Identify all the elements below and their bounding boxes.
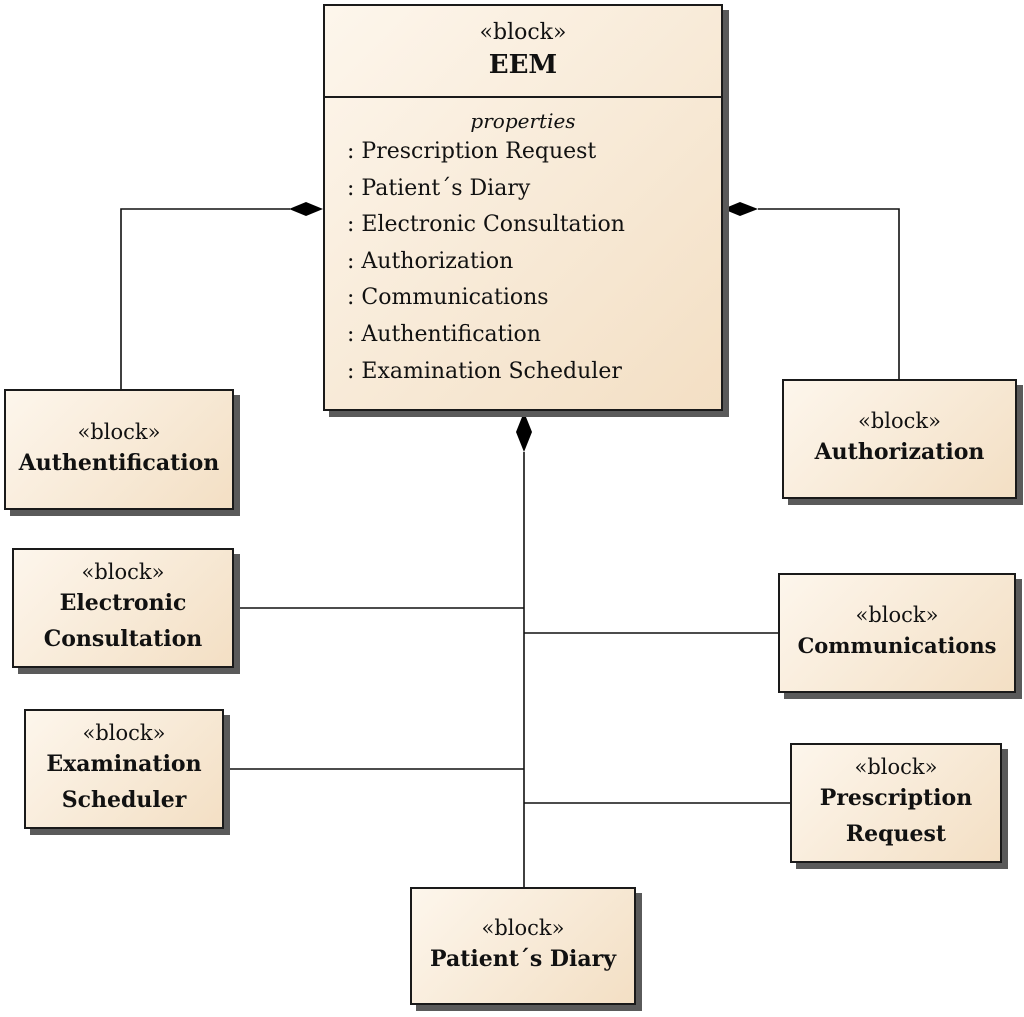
block-name: EEM: [488, 50, 558, 80]
block-name: Authorization: [814, 439, 985, 465]
block-stereotype: «block»: [855, 603, 939, 627]
connector-authentification[interactable]: [120, 208, 290, 389]
block-authorization[interactable]: «block» Authorization: [782, 379, 1017, 499]
block-name: Patient´s Diary: [430, 946, 616, 972]
block-electronic-consultation[interactable]: «block» Electronic Consultation: [12, 548, 234, 668]
block-stereotype: «block»: [81, 560, 165, 584]
property-item[interactable]: : Communications: [347, 285, 549, 311]
composition-diamond-bottom: [516, 412, 532, 452]
block-authentification[interactable]: «block» Authentification: [4, 389, 234, 510]
composition-diamond-right: [723, 202, 758, 216]
eem-block[interactable]: «block» EEM properties : Prescription Re…: [323, 4, 723, 411]
property-item[interactable]: : Examination Scheduler: [347, 358, 622, 384]
block-name: Authentification: [18, 449, 220, 476]
block-name: Communications: [797, 633, 997, 658]
block-prescription-request[interactable]: «block» Prescription Request: [790, 743, 1002, 863]
block-stereotype: «block»: [77, 419, 161, 444]
connector-authorization[interactable]: [758, 208, 900, 379]
block-stereotype: «block»: [854, 755, 938, 779]
property-item[interactable]: : Prescription Request: [347, 139, 597, 164]
block-name: Prescription Request: [819, 785, 973, 847]
block-stereotype: «block»: [858, 409, 941, 433]
eem-block-header: «block» EEM: [325, 6, 721, 98]
block-name: Examination Scheduler: [46, 751, 202, 813]
compartment-label: properties: [470, 109, 576, 133]
property-item[interactable]: : Authentification: [347, 321, 541, 347]
property-item[interactable]: : Electronic Consultation: [347, 212, 625, 238]
block-stereotype: «block»: [481, 916, 565, 940]
block-examination-scheduler[interactable]: «block» Examination Scheduler: [24, 709, 224, 829]
block-stereotype: «block»: [479, 20, 567, 45]
properties-compartment: properties : Prescription Request : Pati…: [325, 98, 721, 390]
property-item[interactable]: : Patient´s Diary: [347, 175, 531, 201]
block-communications[interactable]: «block» Communications: [778, 573, 1016, 693]
block-stereotype: «block»: [82, 721, 166, 745]
property-item[interactable]: : Authorization: [347, 248, 514, 274]
block-patients-diary[interactable]: «block» Patient´s Diary: [410, 887, 636, 1005]
composition-diamond-left: [289, 202, 323, 216]
block-name: Electronic Consultation: [43, 590, 203, 652]
